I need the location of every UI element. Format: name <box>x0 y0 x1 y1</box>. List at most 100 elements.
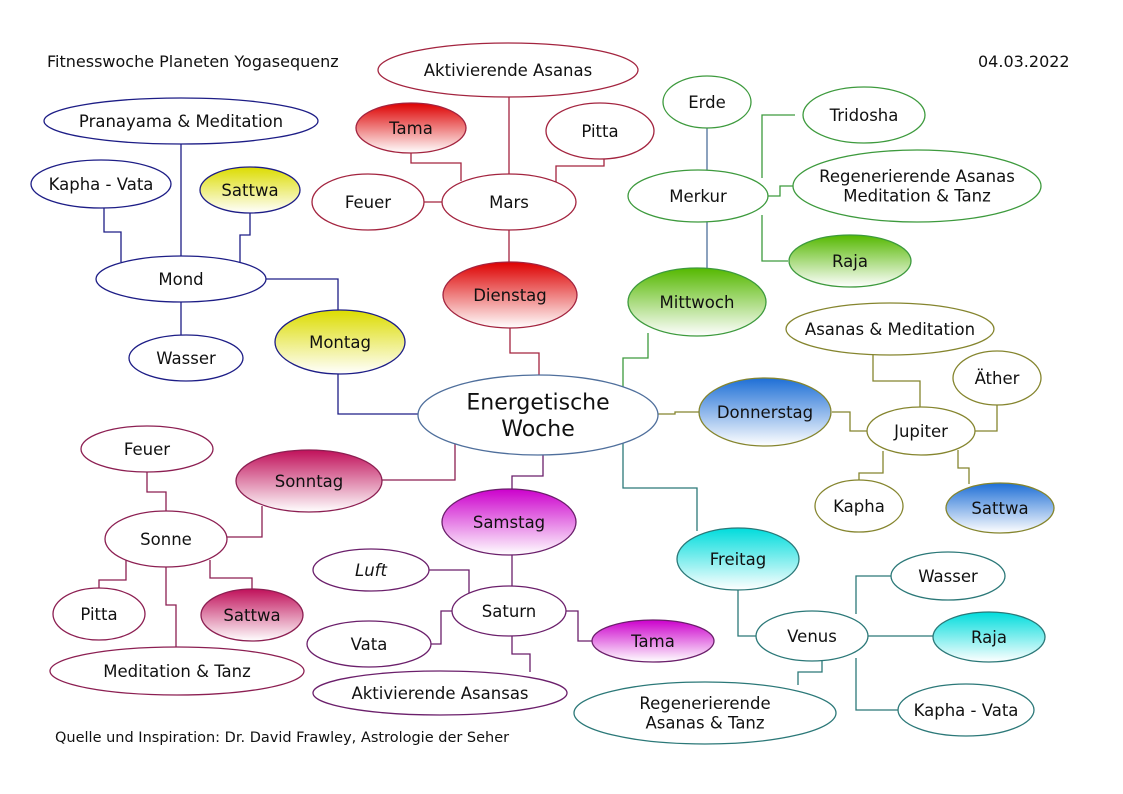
node-ellipse <box>442 261 578 329</box>
node-label: Sonntag <box>275 472 344 491</box>
node-mond-sattwa[interactable]: Sattwa <box>199 166 301 214</box>
node-label: Donnerstag <box>717 403 813 422</box>
node-ellipse <box>43 97 319 145</box>
node-saturn-tama[interactable]: Tama <box>591 619 715 663</box>
node-mars-asanas[interactable]: Aktivierende Asanas <box>377 42 639 98</box>
node-label: Montag <box>309 333 371 352</box>
node-label: Sattwa <box>223 606 280 625</box>
node-donnerstag[interactable]: Donnerstag <box>698 377 832 447</box>
connector-line <box>239 213 251 262</box>
node-saturn-vata[interactable]: Vata <box>306 620 432 668</box>
connector-line <box>855 575 892 614</box>
node-venus-kapha-vata[interactable]: Kapha - Vata <box>897 683 1035 737</box>
date-label: 04.03.2022 <box>978 52 1070 71</box>
node-ellipse <box>945 482 1055 534</box>
node-label: Tridosha <box>829 106 899 125</box>
node-ellipse <box>441 488 577 556</box>
node-ellipse <box>627 169 769 223</box>
connector-line <box>832 411 867 432</box>
node-dienstag[interactable]: Dienstag <box>442 261 578 329</box>
node-freitag[interactable]: Freitag <box>676 527 800 591</box>
node-jupiter-sattwa[interactable]: Sattwa <box>945 482 1055 534</box>
connector-line <box>165 567 177 647</box>
node-label: Pranayama & Meditation <box>79 112 283 131</box>
node-label: Sonne <box>140 530 192 549</box>
node-ellipse <box>104 510 228 568</box>
node-jupiter-asanas[interactable]: Asanas & Meditation <box>785 302 995 356</box>
node-venus-wasser[interactable]: Wasser <box>890 551 1006 601</box>
node-sonne[interactable]: Sonne <box>104 510 228 568</box>
node-sonntag[interactable]: Sonntag <box>235 449 383 513</box>
node-label: Freitag <box>710 550 767 569</box>
connector-line <box>761 215 788 262</box>
node-label: Pitta <box>80 605 117 624</box>
node-ellipse <box>814 479 904 533</box>
node-ellipse <box>627 267 767 337</box>
node-merkur-tridosha[interactable]: Tridosha <box>802 86 926 144</box>
node-label: Raja <box>832 252 868 271</box>
connector-line <box>337 373 418 415</box>
node-ellipse <box>792 149 1042 223</box>
node-venus-raja[interactable]: Raja <box>932 611 1046 663</box>
node-saturn[interactable]: Saturn <box>451 585 567 637</box>
node-mond-wasser[interactable]: Wasser <box>128 334 244 382</box>
node-mond-pranayama[interactable]: Pranayama & Meditation <box>43 97 319 145</box>
node-merkur-erde[interactable]: Erde <box>662 75 752 129</box>
node-label: Aktivierende Asanas <box>424 61 592 80</box>
node-merkur-raja[interactable]: Raja <box>788 234 912 288</box>
node-label: Luft <box>355 561 387 580</box>
node-label: Jupiter <box>893 422 948 441</box>
node-label: Meditation & Tanz <box>103 662 251 681</box>
node-samstag[interactable]: Samstag <box>441 488 577 556</box>
node-label: Feuer <box>345 193 391 212</box>
node-mars[interactable]: Mars <box>441 173 577 231</box>
node-merkur[interactable]: Merkur <box>627 169 769 223</box>
node-jupiter-kapha[interactable]: Kapha <box>814 479 904 533</box>
node-mars-pitta[interactable]: Pitta <box>545 102 655 160</box>
node-mond-kapha-vata[interactable]: Kapha - Vata <box>30 159 172 209</box>
connector-line <box>98 560 127 588</box>
node-sonne-sattwa[interactable]: Sattwa <box>200 588 304 642</box>
connector-line <box>658 411 699 415</box>
node-venus[interactable]: Venus <box>755 610 869 662</box>
node-sonne-pitta[interactable]: Pitta <box>52 587 146 641</box>
node-label: Kapha - Vata <box>49 175 154 194</box>
node-saturn-luft[interactable]: Luft <box>312 548 430 592</box>
node-ellipse <box>80 425 214 473</box>
node-jupiter-aether[interactable]: Äther <box>952 350 1042 406</box>
node-ellipse <box>662 75 752 129</box>
node-ellipse <box>199 166 301 214</box>
node-montag[interactable]: Montag <box>274 309 406 375</box>
node-label: Mond <box>158 270 203 289</box>
node-jupiter[interactable]: Jupiter <box>866 406 976 456</box>
node-mittwoch[interactable]: Mittwoch <box>627 267 767 337</box>
node-mars-tama[interactable]: Tama <box>355 102 467 154</box>
connector-line <box>761 114 795 178</box>
connector-line <box>429 569 470 593</box>
node-label: Meditation & Tanz <box>843 187 991 206</box>
node-label: Kapha - Vata <box>914 701 1019 720</box>
node-mond[interactable]: Mond <box>95 255 267 303</box>
node-ellipse <box>377 42 639 98</box>
node-sonne-meditation[interactable]: Meditation & Tanz <box>49 646 305 696</box>
connector-line <box>146 472 167 511</box>
node-mars-feuer[interactable]: Feuer <box>311 173 425 231</box>
node-label: Asanas & Tanz <box>645 714 764 733</box>
connector-line <box>737 590 756 637</box>
node-ellipse <box>441 173 577 231</box>
connector-line <box>509 328 540 375</box>
connector-line <box>872 355 921 407</box>
node-ellipse <box>306 620 432 668</box>
node-label: Sattwa <box>971 499 1028 518</box>
node-label: Dienstag <box>473 286 547 305</box>
node-label: Wasser <box>918 567 978 586</box>
node-saturn-asanas[interactable]: Aktivierende Asansas <box>312 670 568 716</box>
node-ellipse <box>311 173 425 231</box>
connector-line <box>410 152 462 181</box>
node-label: Tama <box>630 632 675 651</box>
node-sonne-feuer[interactable]: Feuer <box>80 425 214 473</box>
